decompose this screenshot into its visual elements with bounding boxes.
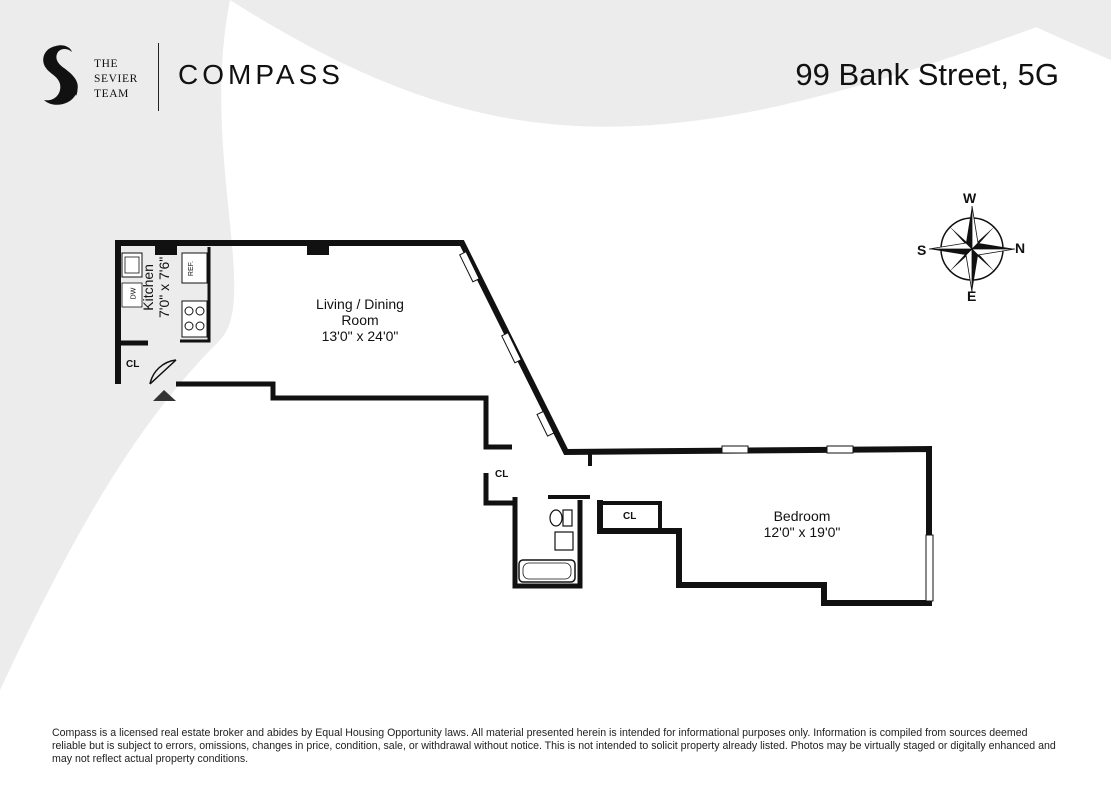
living-name-line1: Living / Dining: [316, 296, 404, 312]
closet-label-entry: CL: [126, 359, 140, 370]
bedroom-name: Bedroom: [773, 508, 831, 524]
bedroom-label: Bedroom 12'0" x 19'0": [742, 508, 862, 540]
team-line-3: TEAM: [94, 88, 129, 100]
wall-cl-left: [483, 473, 515, 506]
sevier-team-logo: [43, 45, 78, 105]
wall-hall-stub: [566, 450, 592, 466]
wall-bath: [512, 497, 583, 589]
sink-icon: [554, 531, 574, 551]
legal-disclaimer: Compass is a licensed real estate broker…: [52, 727, 1056, 765]
bedroom-dims: 12'0" x 19'0": [763, 524, 841, 540]
entry-door-swing: [149, 359, 177, 385]
wall-living-outer: [115, 240, 932, 606]
wall-kitchen-counter-line: [180, 247, 211, 343]
wall-cl-bed: [600, 501, 662, 531]
living-name-line2: Room: [341, 312, 379, 328]
logo-divider: [158, 43, 159, 111]
entrance-arrow-icon: [153, 390, 176, 401]
kitchen-dims: 7'0" x 7'6": [156, 256, 172, 318]
kitchen-label: Kitchen 7'0" x 7'6": [140, 257, 172, 318]
column: [155, 243, 177, 255]
bathtub-icon: [518, 559, 576, 583]
compass-brand: COMPASS: [178, 59, 344, 90]
column: [307, 243, 329, 255]
compass-rose: W S N E: [912, 188, 1036, 308]
stove-icon: [181, 300, 208, 338]
header: THE SEVIER TEAM COMPASS 99 Bank Street, …: [0, 0, 1111, 130]
closet-label-bedroom: CL: [623, 511, 637, 522]
compass-west-label: W: [963, 190, 977, 206]
property-address: 99 Bank Street, 5G: [795, 57, 1059, 92]
compass-south-label: S: [917, 242, 927, 258]
compass-east-label: E: [967, 288, 977, 304]
dishwasher-label: DW: [130, 287, 138, 300]
closet-label-hall: CL: [495, 469, 509, 480]
living-room-label: Living / Dining Room 13'0" x 24'0": [300, 296, 420, 344]
wall-living-lower: [176, 381, 512, 450]
refrigerator-icon: [181, 252, 208, 284]
compass-north-label: N: [1015, 240, 1026, 256]
team-name: THE SEVIER TEAM: [94, 57, 154, 102]
refrigerator-label: REF.: [188, 260, 196, 277]
compass-star-icon: [928, 205, 1016, 293]
toilet-icon: [549, 509, 563, 527]
team-line-2: SEVIER: [94, 73, 138, 85]
living-dims: 13'0" x 24'0": [321, 328, 399, 344]
team-line-1: THE: [94, 58, 119, 70]
dishwasher-icon: [121, 282, 143, 308]
kitchen-name: Kitchen: [140, 264, 156, 311]
window: [459, 251, 934, 602]
kitchen-sink-icon: [121, 252, 143, 278]
